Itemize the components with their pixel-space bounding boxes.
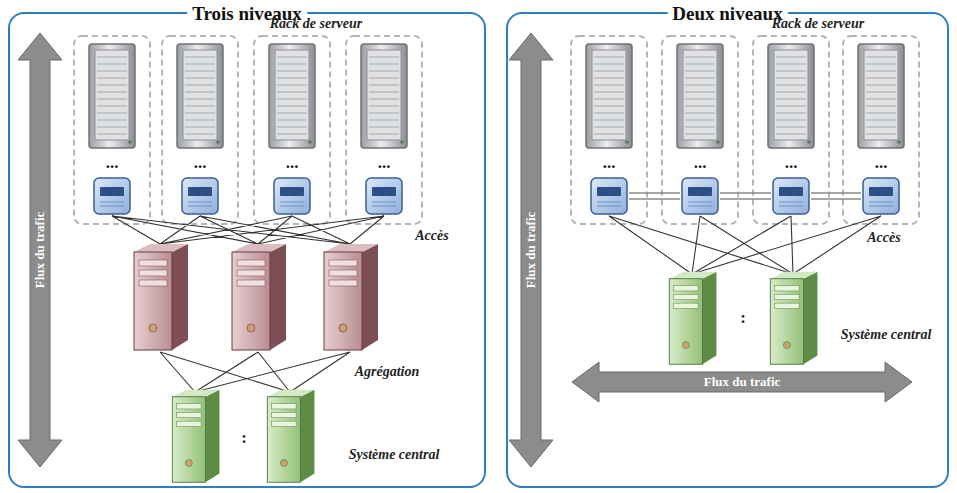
server-rack [361, 44, 407, 148]
rack-frame [346, 36, 422, 224]
tier-label: Rack de serveur [270, 16, 363, 31]
core-server [770, 272, 817, 365]
ellipsis-mark: ... [694, 154, 707, 173]
access-switch [773, 178, 809, 214]
tier-panel: Trois niveaux [8, 12, 486, 488]
ellipsis-mark: ... [286, 154, 299, 173]
traffic-arrow [18, 33, 62, 467]
wiring [112, 216, 384, 392]
server-rack [677, 44, 723, 148]
wiring [609, 216, 881, 274]
ellipsis-mark: : [241, 429, 247, 448]
aggregation-server [134, 244, 188, 350]
tier-label: Agrégation [355, 364, 420, 379]
switch-link [629, 193, 861, 199]
access-switch [366, 178, 402, 214]
tier-label: Rack de serveur [772, 16, 865, 31]
ellipsis-mark: ... [785, 154, 798, 173]
rack-frame [162, 36, 238, 224]
access-switch [274, 178, 310, 214]
server-rack [89, 44, 135, 148]
panel-title: Deux niveaux [667, 3, 787, 25]
server-rack [586, 44, 632, 148]
access-switch [591, 178, 627, 214]
ellipsis-mark: : [740, 309, 746, 328]
rack-frame [74, 36, 150, 224]
core-server [267, 390, 314, 483]
access-switch [863, 178, 899, 214]
rack-frame [753, 36, 829, 224]
traffic-label: Flux du trafic [33, 212, 47, 289]
tier-label: Accès [415, 228, 448, 243]
server-rack [858, 44, 904, 148]
traffic-label: Flux du trafic [704, 375, 781, 389]
traffic-arrow [509, 33, 553, 467]
access-switch [94, 178, 130, 214]
server-rack [269, 44, 315, 148]
core-server [669, 272, 716, 365]
ellipsis-mark: ... [194, 154, 207, 173]
rack-frame [662, 36, 738, 224]
access-switch [682, 178, 718, 214]
ellipsis-mark: ... [603, 154, 616, 173]
aggregation-server [232, 244, 286, 350]
rack-frame [571, 36, 647, 224]
tier-label: Système central [841, 327, 932, 342]
tier-panel: Deux niveaux [506, 12, 949, 488]
server-rack [768, 44, 814, 148]
core-server [172, 390, 219, 483]
traffic-arrow [572, 362, 912, 402]
server-rack [177, 44, 223, 148]
tier-label: Système central [349, 447, 440, 462]
aggregation-server [324, 244, 378, 350]
rack-frame [254, 36, 330, 224]
ellipsis-mark: ... [875, 154, 888, 173]
traffic-label: Flux du trafic [524, 212, 538, 289]
access-switch [182, 178, 218, 214]
tier-label: Accès [867, 230, 900, 245]
ellipsis-mark: ... [106, 154, 119, 173]
ellipsis-mark: ... [378, 154, 391, 173]
rack-frame [843, 36, 919, 224]
